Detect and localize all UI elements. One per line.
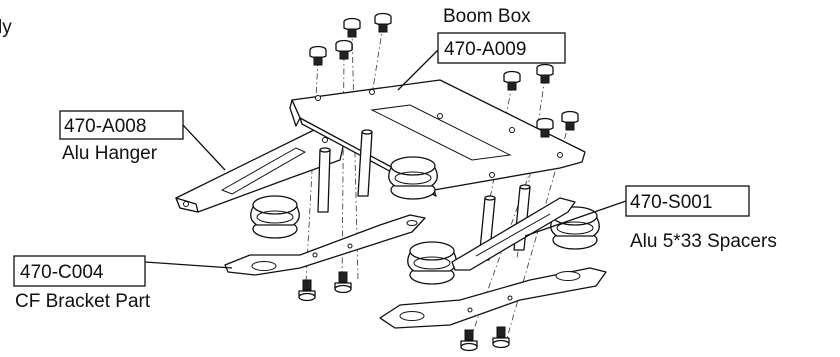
heading-fragment: ly	[0, 17, 12, 38]
screws-bottom	[298, 271, 510, 352]
spacers-leader	[524, 200, 627, 237]
callout-boom-box: Boom Box 470-A009	[397, 6, 566, 91]
callout-spacers: 470-S001 Alu 5*33 Spacers	[524, 185, 777, 252]
boom-box-leader	[397, 49, 439, 91]
spacers-part-number: 470-S001	[630, 192, 712, 213]
alu-hanger-leader	[182, 124, 226, 171]
rubber-damper-right-lower	[407, 241, 457, 285]
cf-bracket-lower	[379, 267, 607, 329]
cf-bracket-upper	[224, 214, 426, 276]
cf-bracket-leader	[144, 261, 233, 269]
cf-bracket-label: CF Bracket Part	[15, 291, 151, 312]
alu-hanger-part-number: 470-A008	[64, 116, 146, 137]
boom-box-part-number-box	[437, 32, 566, 64]
cf-bracket-part-number: 470-C004	[20, 262, 104, 283]
rubber-damper-left-upper	[388, 156, 438, 200]
screws-top	[309, 12, 579, 138]
boom-box-label: Boom Box	[443, 6, 531, 27]
callout-alu-hanger: 470-A008 Alu Hanger	[59, 110, 226, 171]
right-hanger-arm	[451, 197, 576, 271]
spacers-label: Alu 5*33 Spacers	[630, 231, 777, 252]
alu-hanger-label: Alu Hanger	[62, 143, 158, 164]
boom-box-part-number: 470-A009	[444, 39, 526, 60]
cf-bracket-part-number-box	[13, 255, 146, 287]
rubber-damper-left-lower	[250, 195, 300, 239]
alu-hanger-part-number-box	[59, 110, 184, 140]
callout-cf-bracket: 470-C004 CF Bracket Part	[13, 255, 233, 312]
